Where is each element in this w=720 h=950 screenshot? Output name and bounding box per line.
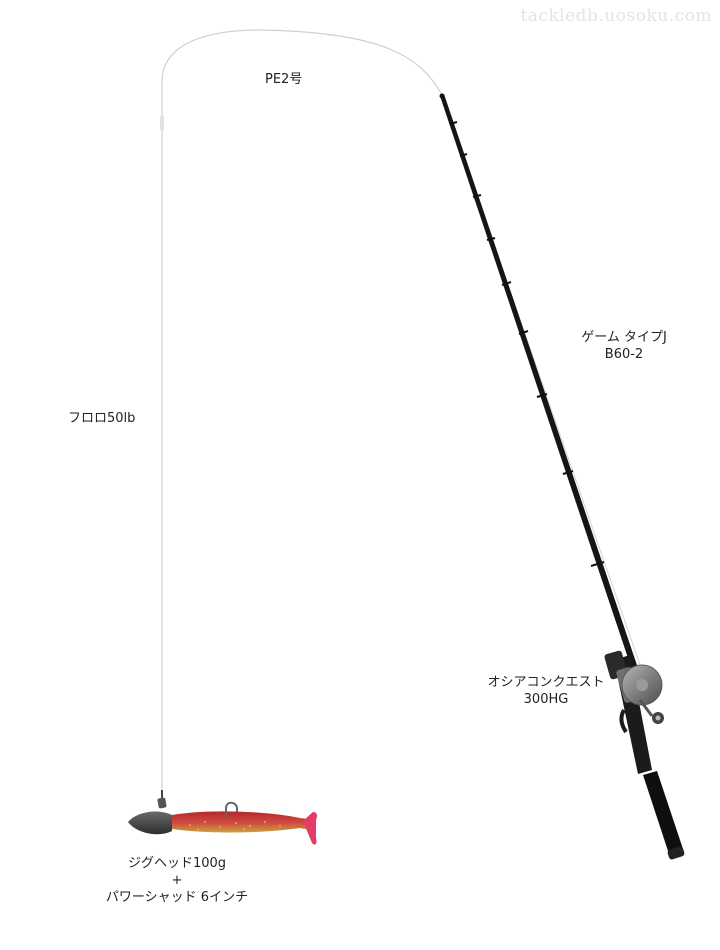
worm-name: パワーシャッド 6インチ <box>105 890 249 905</box>
rod-grip <box>643 771 684 857</box>
rod-blank <box>440 94 642 682</box>
watermark: tackledb.uosoku.com <box>520 6 712 26</box>
butt-cap <box>667 846 685 860</box>
rod-guides <box>449 121 605 567</box>
jighead-name: ジグヘッド100g <box>127 856 227 871</box>
main-line-label: PE2号 <box>265 72 303 87</box>
lure-body <box>166 811 313 833</box>
rod-name: ゲーム タイプJ <box>581 330 667 345</box>
tip-top <box>439 93 445 99</box>
main-line <box>161 29 443 118</box>
rod-trigger <box>619 708 628 734</box>
hook <box>225 801 238 818</box>
leader-label: フロロ50lb <box>68 411 136 426</box>
lure-label: ジグヘッド100g + パワーシャッド 6インチ <box>88 855 266 906</box>
reel-handle <box>638 699 654 717</box>
jighead <box>128 811 172 835</box>
line-knot <box>160 116 164 130</box>
reel-name: オシアコンクエスト <box>487 675 605 690</box>
reel-model: 300HG <box>523 692 569 707</box>
rod-label: ゲーム タイプJ B60-2 <box>572 329 676 363</box>
jighead-lure <box>128 790 317 845</box>
rod-model: B60-2 <box>604 347 644 362</box>
reel-label: オシアコンクエスト 300HG <box>482 674 610 708</box>
plus-sign: + <box>171 873 183 888</box>
reel-spool-center <box>636 679 648 691</box>
lure-tail <box>304 812 317 845</box>
